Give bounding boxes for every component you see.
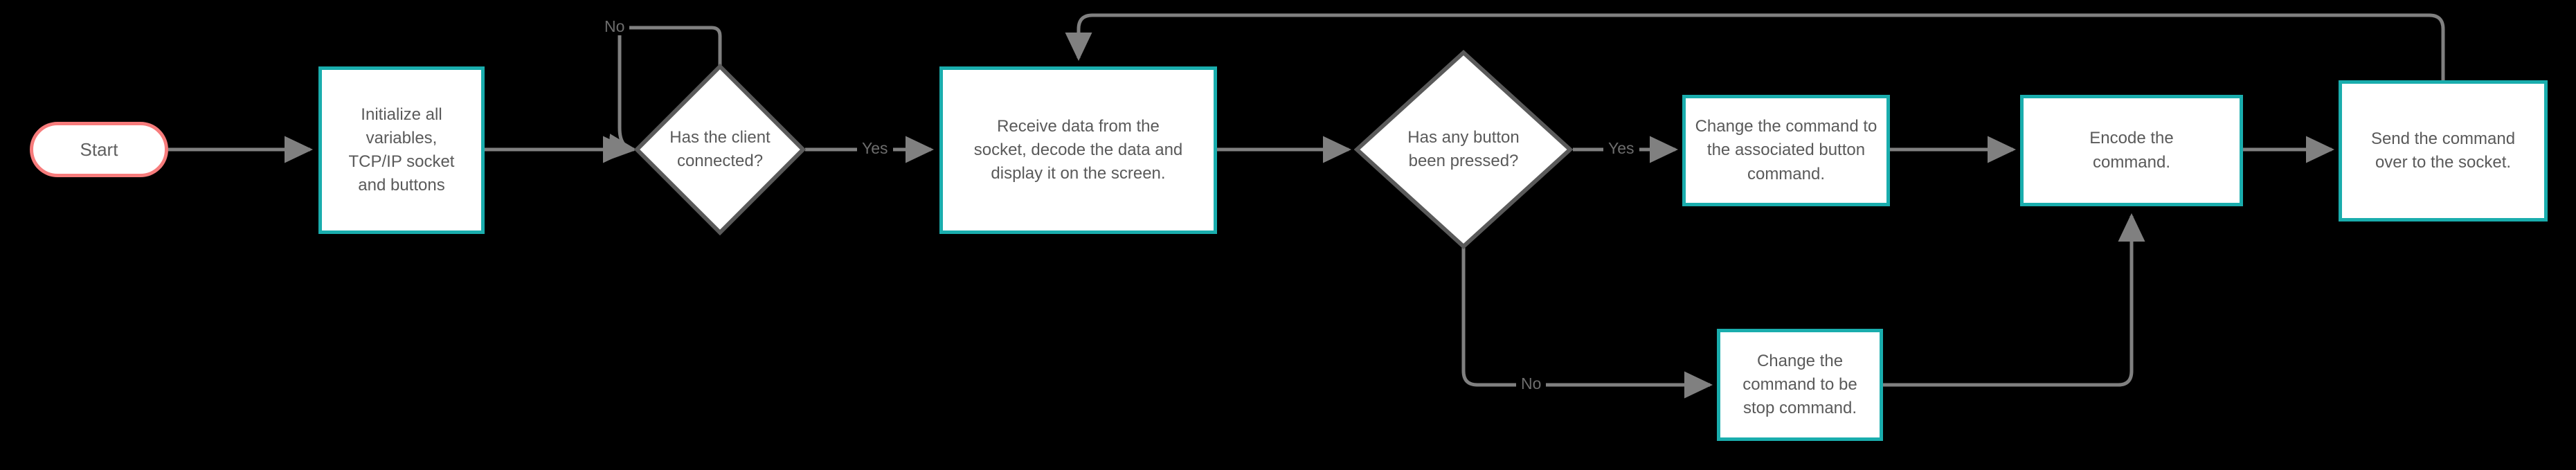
edge-label-client-yes: Yes (857, 139, 893, 158)
node-button-pressed-label: Has any button been pressed? (1407, 127, 1520, 170)
node-stop-command-label: Change the command to be stop command. (1742, 351, 1857, 418)
node-receive-data-label: Receive data from the socket, decode the… (973, 116, 1183, 183)
edge-label-button-no: No (1516, 374, 1547, 393)
node-send-command[interactable]: Send the command over to the socket. (2339, 80, 2548, 222)
node-receive-data[interactable]: Receive data from the socket, decode the… (939, 66, 1217, 234)
edge-stop-to-encode (1883, 213, 2145, 387)
node-encode-command-label: Encode the command. (2089, 129, 2174, 172)
edge-button-pressed-no (1461, 248, 1713, 399)
node-start[interactable]: Start (30, 122, 168, 177)
node-encode-command[interactable]: Encode the command. (2020, 95, 2243, 206)
node-change-command[interactable]: Change the command to the associated but… (1682, 95, 1890, 206)
node-client-connected-label: Has the client connected? (669, 127, 771, 170)
node-client-connected[interactable]: Has the client connected? (634, 64, 806, 235)
node-stop-command[interactable]: Change the command to be stop command. (1717, 329, 1883, 441)
node-send-command-label: Send the command over to the socket. (2370, 129, 2516, 172)
node-change-command-label: Change the command to the associated but… (1695, 117, 1877, 183)
node-start-label: Start (80, 138, 118, 160)
edge-send-to-receive-loop (1065, 13, 2445, 80)
node-initialize[interactable]: Initialize all variables, TCP/IP socket … (318, 66, 485, 234)
edge-label-client-no: No (600, 17, 630, 36)
node-initialize-label: Initialize all variables, TCP/IP socket … (348, 105, 455, 195)
diamond-shape-client-connected (634, 64, 806, 235)
edge-label-button-yes: Yes (1603, 139, 1639, 158)
diamond-shape-button-pressed (1354, 50, 1573, 249)
node-button-pressed[interactable]: Has any button been pressed? (1354, 50, 1573, 249)
